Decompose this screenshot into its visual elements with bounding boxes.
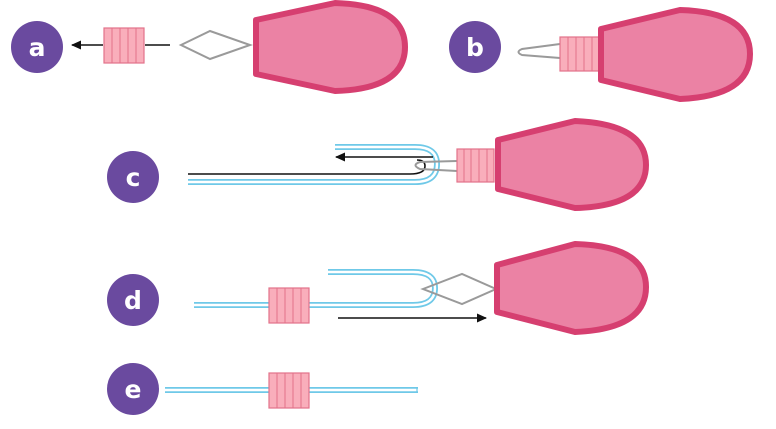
bead-icon	[268, 287, 310, 324]
black-strand	[188, 159, 426, 175]
step-b-badge: b	[449, 21, 501, 73]
step-c-label: c	[126, 163, 141, 192]
wire-loop-icon	[517, 43, 561, 59]
step-d-label: d	[124, 286, 142, 315]
step-e: e	[107, 363, 418, 415]
step-b-label: b	[466, 33, 484, 62]
needle-threader-handle-icon	[494, 241, 649, 335]
needle-threader-handle-icon	[495, 118, 649, 211]
thread-icon	[188, 144, 441, 185]
bead-icon	[268, 372, 310, 409]
wire-loop-icon	[178, 29, 254, 61]
bead-icon	[456, 148, 495, 183]
bead-icon	[103, 27, 145, 64]
step-b: b	[449, 7, 753, 102]
step-c: c	[107, 118, 649, 211]
needle-threader-handle-icon	[598, 7, 753, 102]
step-a-label: a	[29, 33, 46, 62]
thread-icon	[194, 269, 439, 308]
step-a-badge: a	[11, 21, 63, 73]
wire-loop-icon	[414, 160, 458, 172]
step-c-badge: c	[107, 151, 159, 203]
step-d: d	[107, 241, 649, 335]
step-e-label: e	[125, 375, 142, 404]
bead-icon	[559, 36, 601, 72]
step-d-badge: d	[107, 274, 159, 326]
step-a: a	[11, 0, 408, 94]
step-e-badge: e	[107, 363, 159, 415]
needle-threader-handle-icon	[253, 0, 408, 94]
